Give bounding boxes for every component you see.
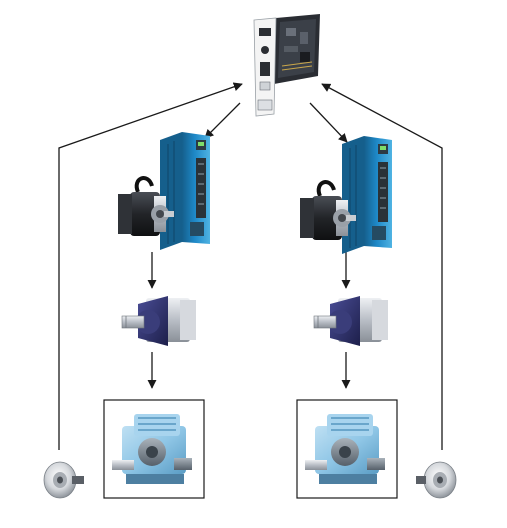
- encoder-icon: [416, 461, 457, 499]
- planetary-gearhead-icon: [121, 296, 196, 346]
- feedback-line-right: [321, 83, 443, 450]
- connectors: [58, 82, 443, 450]
- worm-gearbox-icon: [112, 414, 192, 484]
- command-arrow-right: [309, 102, 348, 143]
- servo-drive-icon: [160, 132, 210, 250]
- worm-gearbox-icon: [305, 414, 385, 484]
- planetary-gearhead-icon: [313, 296, 388, 346]
- servo-drive-icon: [342, 136, 392, 254]
- servo-motor-icon: [118, 176, 174, 236]
- worm-gearbox-panel: [296, 399, 398, 499]
- feedback-line-left: [58, 82, 243, 450]
- command-arrow-left: [204, 102, 241, 139]
- worm-gearbox-panel: [103, 399, 205, 499]
- servo-motor-icon: [300, 180, 356, 240]
- motion-control-card-icon: [253, 14, 320, 117]
- encoder-icon: [43, 461, 84, 499]
